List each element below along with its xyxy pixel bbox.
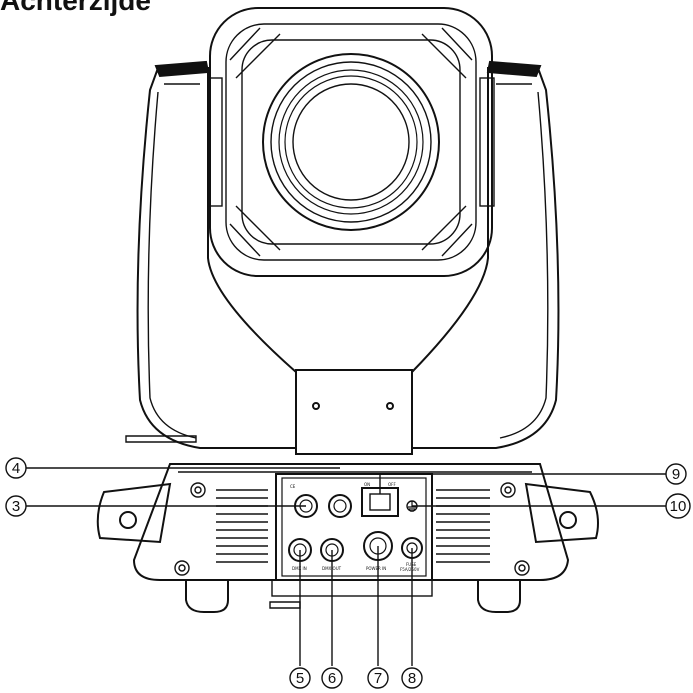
head-face — [241, 39, 461, 245]
callout-circle-7 — [367, 667, 389, 689]
handle-left — [96, 482, 172, 544]
head — [207, 7, 495, 277]
head-outer-shell — [209, 7, 493, 277]
callout-label-3: 3 — [12, 498, 20, 515]
power-switch-rocker[interactable] — [369, 493, 391, 511]
lens-ring-3 — [278, 69, 424, 215]
foot-right — [477, 580, 521, 613]
yoke-left-arm-cap — [154, 60, 210, 78]
power-switch-on-label: ON — [364, 482, 370, 487]
handle-right-hole — [559, 511, 577, 529]
head-bumper-br — [421, 205, 473, 257]
callout-label-5: 5 — [296, 670, 304, 687]
lens-glass — [292, 83, 410, 201]
lens-ring-4 — [284, 75, 418, 209]
handle-right — [524, 482, 599, 544]
handle-left-hole — [119, 511, 137, 529]
head-side-plate-left — [207, 77, 223, 207]
callout-label-9: 9 — [672, 466, 680, 483]
yoke-right-arm — [411, 67, 560, 449]
ce-mark: CE — [290, 484, 296, 489]
yoke — [125, 60, 560, 455]
callout-circle-4 — [5, 457, 27, 479]
yoke-left-arm-inner — [147, 83, 200, 439]
lens-outer-ring — [262, 53, 440, 231]
head-bumper-bl — [229, 205, 281, 257]
yoke-left-arm — [136, 67, 297, 449]
callout-circle-9 — [665, 463, 687, 485]
callout-circle-3 — [5, 495, 27, 517]
ground-icon-lines — [408, 501, 416, 512]
screw-icon — [500, 482, 516, 498]
yoke-center-bridge — [295, 369, 413, 455]
yoke-right-arm-cap — [486, 60, 542, 78]
connector-panel-inner — [281, 477, 427, 577]
side-lever — [125, 435, 197, 443]
callout-label-7: 7 — [374, 670, 382, 687]
head-bumper-tl — [229, 27, 281, 79]
bridge-screw-right — [386, 402, 394, 410]
base-bottom-lip — [271, 579, 433, 597]
head-bumper-tr — [421, 27, 473, 79]
base-screws — [174, 482, 530, 576]
dmx-3pin-out-core — [333, 499, 347, 513]
callout-label-10: 10 — [670, 498, 687, 515]
screw-icon — [190, 482, 206, 498]
callout-circle-5 — [289, 667, 311, 689]
lens-ring-2 — [270, 61, 432, 223]
power-in-label: POWER IN — [366, 566, 386, 571]
base-housing — [132, 463, 570, 581]
foot-left — [185, 580, 229, 613]
bridge-screw-left — [312, 402, 320, 410]
connector-panel — [275, 473, 433, 581]
screw-icon — [174, 560, 190, 576]
page-title: Achterzijde — [0, 0, 151, 16]
callouts: 4 3 9 10 5 6 7 8 — [5, 457, 691, 689]
yoke-right-arm-inner — [496, 83, 549, 439]
callout-label-4: 4 — [12, 460, 20, 477]
callout-circle-10 — [665, 493, 691, 519]
dmx-3pin-out-connector[interactable] — [328, 494, 352, 518]
callout-circle-6 — [321, 667, 343, 689]
callout-label-8: 8 — [408, 670, 416, 687]
vent-grill-left — [216, 489, 268, 563]
screw-icon — [514, 560, 530, 576]
callout-circle-8 — [401, 667, 423, 689]
head-side-plate-right — [479, 77, 495, 207]
base: CE ON OFF DMX IN DMX OUT POWER IN FUSE F… — [96, 463, 599, 613]
fuse-rating-label: F5A/250V — [400, 567, 420, 572]
head-inner-shell — [225, 23, 477, 261]
vent-grill-right — [436, 489, 490, 563]
callout-label-6: 6 — [328, 670, 336, 687]
power-switch-off-label: OFF — [388, 482, 396, 487]
safety-clip — [269, 601, 301, 609]
